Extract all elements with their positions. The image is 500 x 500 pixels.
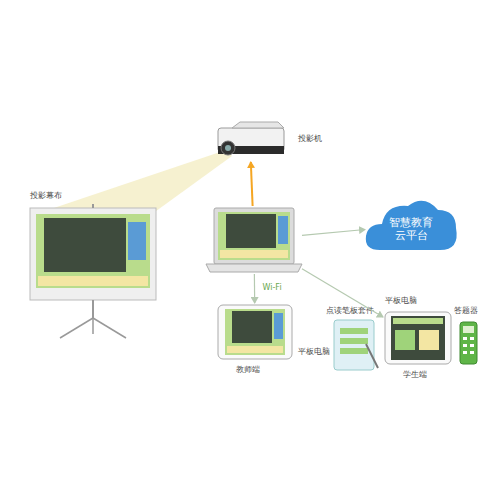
node-label: 投影幕布 [30, 191, 62, 201]
node-label: 答题器 [454, 306, 478, 316]
projector-drawing [218, 122, 284, 155]
teacher-tablet-drawing [218, 305, 292, 359]
answer-device-drawing [460, 322, 477, 364]
pen-kit-drawing [334, 320, 378, 370]
cloud-text: 智慧教育 云平台 [386, 216, 436, 242]
connector-arrow [302, 229, 365, 235]
connector-arrow [251, 162, 253, 206]
cloud-shape [366, 201, 457, 250]
projection-screen-drawing [30, 204, 156, 338]
node-label: 教师端 [236, 365, 260, 375]
cloud-node: 智慧教育 云平台 [365, 196, 460, 254]
node-label: 学生端 [403, 370, 427, 380]
teacher-tablet-node: 教师端平板电脑 [216, 303, 294, 361]
edge-label: Wi-Fi [263, 283, 282, 292]
projector-node: 投影机 [210, 122, 290, 162]
screen-node: 投影幕布 [28, 205, 158, 340]
laptop-drawing [206, 208, 302, 272]
node-label: 平板电脑 [385, 296, 417, 306]
node-label: 平板电脑 [298, 347, 330, 357]
pen-kit-node: 点读笔板套件 [330, 318, 378, 370]
laptop-node [206, 206, 302, 274]
student-tablet-drawing [385, 312, 451, 364]
node-label: 点读笔板套件 [326, 306, 374, 316]
connector-arrow [302, 269, 383, 317]
light-beam [36, 150, 232, 214]
student-tablet-node: 平板电脑学生端 [383, 310, 453, 366]
answer-device-node: 答题器 [458, 320, 479, 366]
node-label: 投影机 [298, 134, 322, 144]
connector-arrow [254, 274, 256, 303]
